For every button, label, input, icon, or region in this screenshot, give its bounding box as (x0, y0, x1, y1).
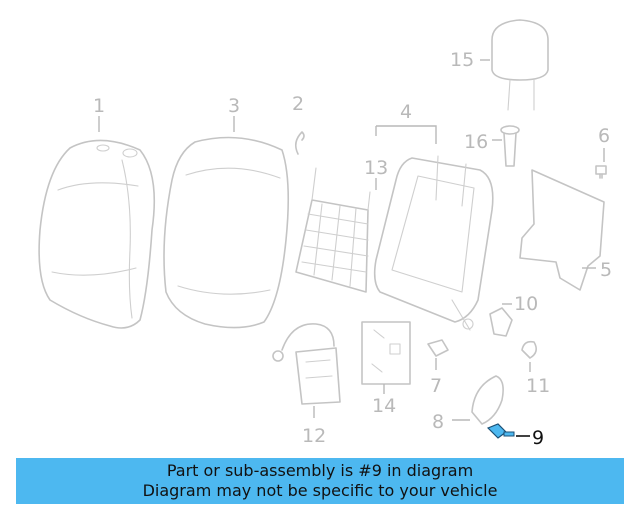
part-3-seatback-pad (163, 136, 290, 329)
part-12-cable-assembly (272, 323, 341, 405)
callout-15: 15 (450, 49, 474, 71)
part-5-back-panel (519, 169, 605, 291)
callout-2: 2 (292, 93, 304, 115)
callout-7: 7 (430, 375, 442, 397)
banner-line-1: Part or sub-assembly is #9 in diagram (166, 461, 474, 480)
callout-6: 6 (598, 125, 610, 147)
callout-4: 4 (400, 101, 412, 123)
part-1-seatback-cover (38, 139, 156, 329)
callout-3: 3 (228, 95, 240, 117)
callout-10: 10 (514, 293, 538, 315)
callout-16: 16 (464, 131, 488, 153)
part-8-trim-cover (471, 375, 504, 425)
callout-11: 11 (526, 375, 550, 397)
callout-12: 12 (302, 425, 326, 447)
info-banner: Part or sub-assembly is #9 in diagram Di… (16, 458, 624, 504)
callout-1: 1 (93, 95, 105, 117)
part-14-hardware-kit (361, 321, 411, 385)
part-6-screw (595, 165, 607, 179)
exploded-seat-diagram: 1 3 2 13 4 15 16 6 (38, 19, 612, 449)
part-4-seatback-frame (373, 155, 494, 331)
callout-5: 5 (600, 259, 612, 281)
callout-9: 9 (532, 427, 544, 449)
callout-14: 14 (372, 395, 396, 417)
part-11-clip (521, 340, 538, 359)
part-2-clip (294, 131, 305, 155)
callout-8: 8 (432, 411, 444, 433)
part-15-headrest (491, 19, 549, 111)
part-13-lumbar-support (295, 167, 371, 293)
part-9-bolt (486, 423, 515, 439)
callout-13: 13 (364, 157, 388, 179)
banner-line-2: Diagram may not be specific to your vehi… (142, 481, 498, 500)
part-16-headrest-guide (500, 125, 520, 167)
leader-4 (375, 125, 437, 144)
part-7-clip (427, 339, 449, 357)
part-10-bracket (489, 307, 513, 337)
